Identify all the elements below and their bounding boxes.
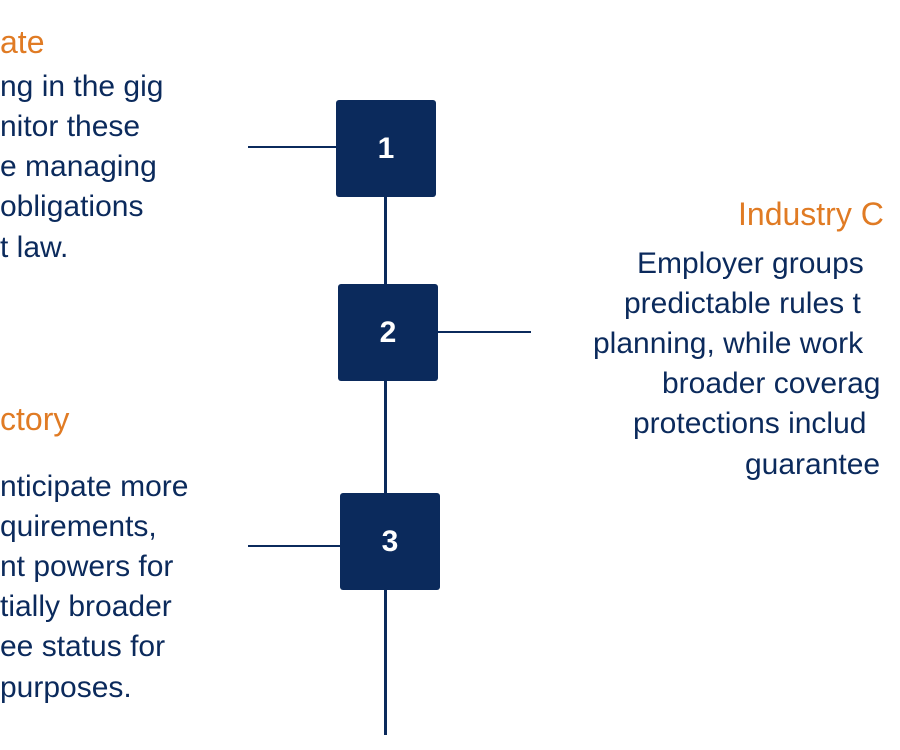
step-1-line-4: obligations	[0, 190, 144, 223]
step-1-line-2: nitor these	[0, 110, 141, 143]
step-3-line-1: nticipate more	[0, 470, 189, 503]
step-2-line-1: Employer groups	[637, 247, 864, 280]
step-2-heading: Industry C	[738, 196, 884, 232]
step-3-line-3: nt powers for	[0, 550, 174, 583]
step-2-line-3: planning, while work	[593, 327, 864, 360]
step-3-number: 3	[381, 524, 399, 558]
connector-step-2	[438, 331, 531, 333]
step-3-line-4: tially broader	[0, 590, 172, 623]
step-2-line-2: predictable rules t	[624, 287, 861, 320]
step-1-line-5: t law.	[0, 231, 69, 264]
step-1-line-1: ng in the gig	[0, 70, 164, 103]
step-3-box: 3	[340, 493, 440, 590]
step-3-heading: ctory	[0, 401, 70, 437]
step-2-line-5: protections includ	[633, 407, 867, 440]
step-2-box: 2	[338, 284, 438, 381]
connector-step-1	[248, 146, 338, 148]
connector-step-3	[248, 545, 340, 547]
step-3-line-6: purposes.	[0, 671, 132, 704]
step-3-line-2: quirements,	[0, 510, 157, 543]
step-1-box: 1	[336, 100, 436, 197]
step-1-line-3: e managing	[0, 150, 157, 183]
step-1-number: 1	[377, 131, 395, 165]
step-2-line-4: broader coverag	[662, 367, 881, 400]
timeline-spine	[384, 150, 387, 735]
step-1-heading: ate	[0, 24, 45, 60]
step-3-line-5: ee status for	[0, 630, 166, 663]
step-2-line-6: guarantee	[745, 448, 881, 481]
step-2-number: 2	[379, 315, 397, 349]
